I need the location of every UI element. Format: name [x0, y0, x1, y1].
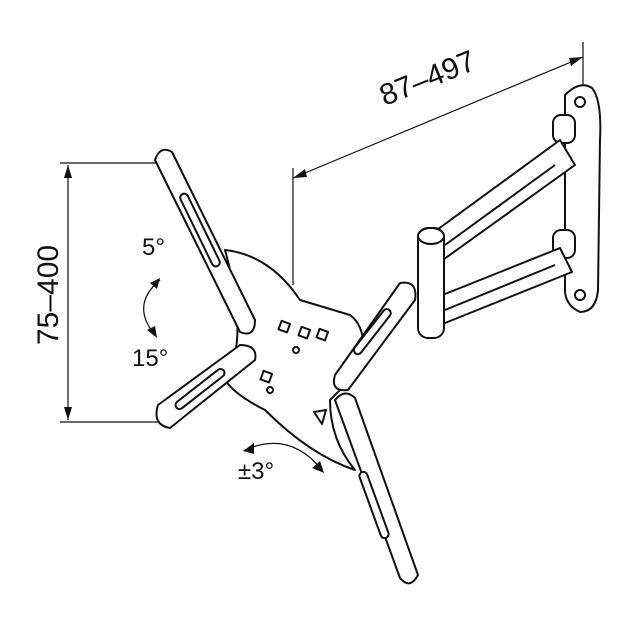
vesa-arm-upper-right: [332, 281, 417, 392]
vesa-arm-lower-right: [334, 392, 419, 585]
tilt-up-label: 5°: [142, 234, 165, 261]
vesa-range-label: 75–400: [32, 244, 65, 345]
tilt-arrow: [143, 279, 161, 336]
vesa-arm-upper-left: [154, 148, 256, 335]
depth-dimension: [292, 42, 584, 285]
rotation-label: ±3°: [238, 458, 275, 485]
vesa-arm-lower-left: [155, 344, 257, 429]
plate-holes: [259, 319, 330, 425]
vertical-dimension: [60, 162, 165, 423]
swing-arms: [417, 139, 576, 339]
wall-plate: [552, 84, 602, 313]
tilt-down-label: 15°: [132, 345, 169, 372]
